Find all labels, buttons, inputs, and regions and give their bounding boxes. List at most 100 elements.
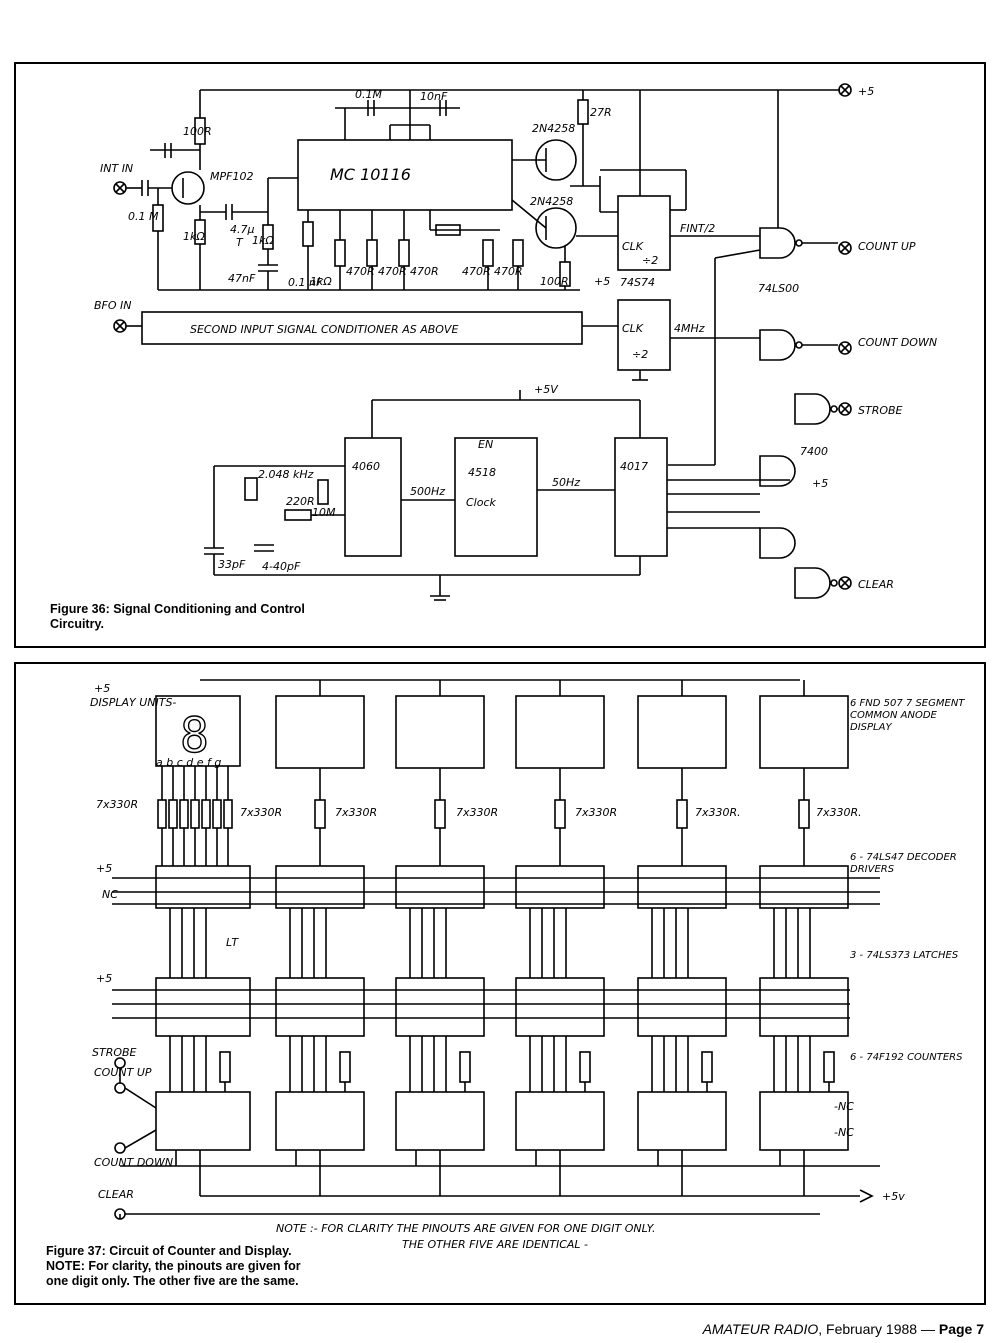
- decoder-2: [395, 865, 485, 909]
- label-7x330-1: 7x330R: [240, 806, 282, 819]
- label-count-down: COUNT DOWN: [858, 336, 937, 349]
- ld-resistor-4: [701, 1051, 713, 1083]
- footer-magazine: AMATEUR RADIO: [702, 1321, 819, 1337]
- label-470e: 470R: [494, 265, 523, 278]
- crystal: [244, 477, 258, 501]
- label-lt: LT: [226, 936, 239, 949]
- label-27r: 27R: [590, 106, 612, 119]
- label-c-47u-t: T: [236, 236, 244, 249]
- label-c-01nf: 0.1 nF: [288, 276, 323, 289]
- nand-c: [759, 527, 796, 559]
- nand-strobe: [794, 393, 831, 425]
- label-plus5-display: +5: [94, 682, 110, 695]
- ic-74s74: [617, 195, 671, 271]
- latch-3: [515, 977, 605, 1037]
- segment-resistor-3: [190, 799, 200, 829]
- label-clear: CLEAR: [98, 1188, 134, 1201]
- display-digit-1: [275, 695, 365, 769]
- label-7x330-0: 7x330R: [96, 798, 138, 811]
- terminal-count-down: [838, 341, 852, 355]
- count-down-link: [124, 1129, 157, 1149]
- label-470b: 470R: [378, 265, 407, 278]
- ld-resistor-3: [579, 1051, 591, 1083]
- page-footer: AMATEUR RADIO, February 1988 — Page 7: [703, 1321, 984, 1337]
- terminal-strobe: [114, 1057, 126, 1069]
- figure-36-schematic: +5 100R MPF102 INT IN 0.1 M 1kΩ 4.7µ T M…: [94, 83, 937, 601]
- mc10116-bias-resistors: [302, 210, 524, 290]
- label-count-down: COUNT DOWN: [94, 1156, 173, 1169]
- ld-resistor-0: [219, 1051, 231, 1083]
- decoder-1: [275, 865, 365, 909]
- figure-37-caption-line2: NOTE: For clarity, the pinouts are given…: [46, 1259, 301, 1273]
- terminal-count-up: [838, 241, 852, 255]
- label-2n4258-b: 2N4258: [530, 195, 573, 208]
- resistor-pack-2: [434, 799, 446, 829]
- counter-4: [637, 1091, 727, 1151]
- segment-resistor-4: [201, 799, 211, 829]
- label-4518: 4518: [468, 466, 496, 479]
- seven-segment-icon: 8: [180, 708, 209, 764]
- label-1k-a: 1kΩ: [183, 230, 205, 243]
- figure-36-caption-line1: Figure 36: Signal Conditioning and Contr…: [50, 602, 305, 616]
- label-div2a: ÷2: [642, 254, 658, 267]
- label-fnd507: 6 FND 507 7 SEGMENT COMMON ANODE DISPLAY: [850, 698, 965, 733]
- figure-37-caption-line1: Figure 37: Circuit of Counter and Displa…: [46, 1244, 292, 1258]
- label-33p: 33pF: [218, 558, 246, 571]
- nand-clear: [794, 567, 831, 599]
- label-fet: MPF102: [210, 170, 253, 183]
- label-plus5-b: +5: [594, 275, 610, 288]
- label-74ls00: 74LS00: [758, 282, 799, 295]
- segment-resistor-5: [212, 799, 222, 829]
- label-strobe: STROBE: [92, 1046, 137, 1059]
- label-cap-01m-top: 0.1M: [355, 88, 382, 101]
- segment-resistor-2: [179, 799, 189, 829]
- label-500hz: 500Hz: [410, 485, 445, 498]
- label-decoders: 6 - 74LS47 DECODER DRIVERS: [850, 852, 957, 875]
- latch-1: [275, 977, 365, 1037]
- nand-count-down: [759, 329, 796, 361]
- counter-0: [155, 1091, 251, 1151]
- label-100r: 100R: [183, 125, 212, 138]
- resistor-pack-5: [798, 799, 810, 829]
- segment-resistor-0: [157, 799, 167, 829]
- label-470d: 470R: [462, 265, 491, 278]
- label-7x330-4: 7x330R: [575, 806, 617, 819]
- terminal-clear: [838, 576, 852, 590]
- figure-37-frame: [14, 662, 986, 1305]
- label-counters: 6 - 74F192 COUNTERS: [850, 1052, 963, 1063]
- label-4017: 4017: [620, 460, 648, 473]
- label-note-line1: NOTE :- FOR CLARITY THE PINOUTS ARE GIVE…: [276, 1222, 655, 1235]
- label-nc-a: -NC: [834, 1100, 854, 1113]
- label-plus5v: +5V: [534, 383, 559, 396]
- label-7400: 7400: [800, 445, 828, 458]
- ic-4017: [614, 437, 668, 557]
- label-r-01m: 0.1 M: [128, 210, 159, 223]
- counter-3: [515, 1091, 605, 1151]
- footer-page: Page 7: [938, 1321, 984, 1337]
- label-count-up: COUNT UP: [94, 1066, 152, 1079]
- label-nc-b: -NC: [834, 1126, 854, 1139]
- label-c-47nf: 47nF: [228, 272, 256, 285]
- label-1k-b: 1kΩ: [252, 234, 274, 247]
- label-7x330-2: 7x330R: [335, 806, 377, 819]
- label-7x330-6: 7x330R.: [816, 806, 862, 819]
- display-digit-5: [759, 695, 849, 769]
- label-plus5-c: +5: [812, 477, 828, 490]
- figure-36-frame: [14, 62, 986, 648]
- label-50hz: 50Hz: [552, 476, 580, 489]
- ic-4518: [454, 437, 538, 557]
- ic-74s74-b: [617, 299, 671, 371]
- terminal-count-up: [114, 1082, 126, 1094]
- count-up-link: [124, 1087, 157, 1109]
- label-display-units: DISPLAY UNITS-: [90, 696, 176, 709]
- label-clk-a: CLK: [622, 240, 644, 253]
- label-bfo-in: BFO IN: [94, 299, 132, 312]
- label-plus5v-bus: +5v: [882, 1190, 905, 1203]
- digit-columns: [112, 680, 880, 1196]
- latch-0: [155, 977, 251, 1037]
- label-count-up: COUNT UP: [858, 240, 916, 253]
- segment-resistor-6: [223, 799, 233, 829]
- label-int-in: INT IN: [100, 162, 133, 175]
- label-segments: a b c d e f g: [156, 756, 221, 769]
- arrow-icon: [859, 1189, 874, 1203]
